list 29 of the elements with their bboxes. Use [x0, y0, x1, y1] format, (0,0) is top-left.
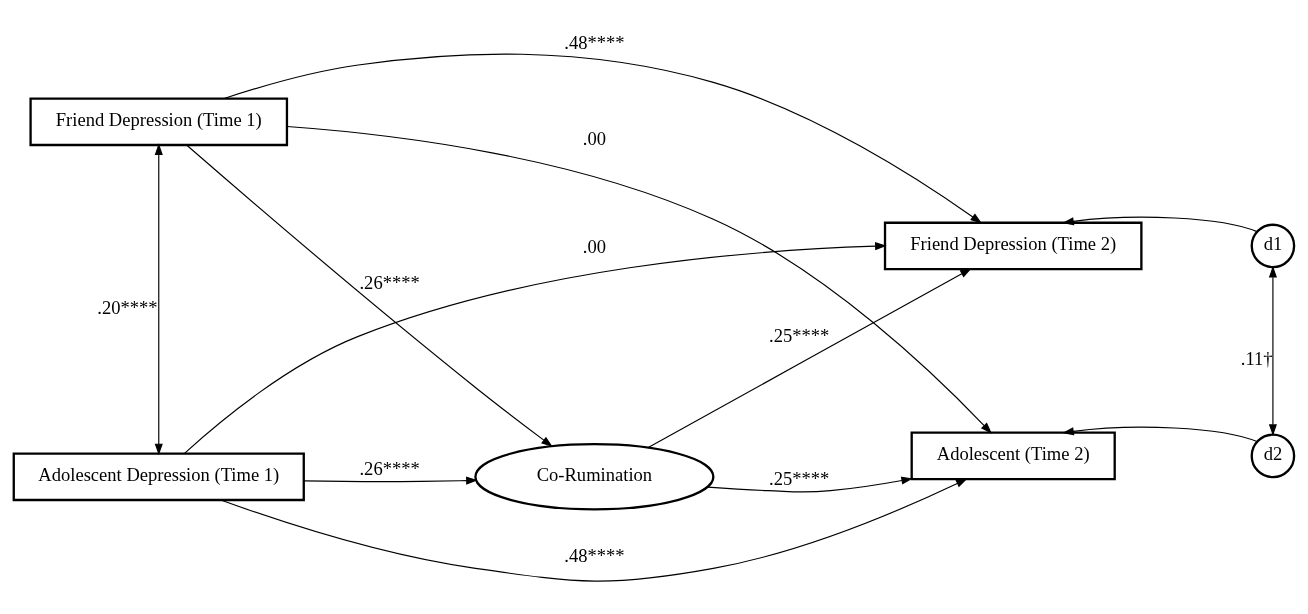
node-box: Friend Depression (Time 1) [29, 96, 289, 146]
arrow [707, 476, 913, 493]
edge-label: .48**** [564, 30, 625, 52]
edge-label: .26**** [359, 457, 420, 479]
arrow [154, 142, 163, 455]
edge-label: .20**** [97, 296, 158, 318]
node-circle: d1 [1250, 223, 1296, 268]
node-box: Friend Depression (Time 2) [883, 221, 1143, 270]
arrow [303, 476, 478, 485]
arrow [220, 478, 968, 582]
edge-label: .25**** [769, 324, 830, 346]
edge-label: .00 [582, 235, 606, 257]
node-circle: d2 [1250, 433, 1296, 478]
arrow [185, 143, 553, 447]
edge-label: .48**** [564, 544, 625, 566]
arrow [286, 125, 992, 434]
node-box: Adolescent (Time 2) [910, 431, 1116, 480]
arrow [223, 53, 982, 223]
arrow [183, 241, 887, 454]
edge-label: .26**** [359, 271, 420, 293]
edge-label: .00 [582, 127, 606, 149]
arrow [648, 267, 972, 448]
node-ellipse: Co-Rumination [474, 442, 715, 510]
edge-label: .25**** [769, 467, 830, 489]
node-box: Adolescent Depression (Time 1) [12, 451, 305, 501]
arrow [1062, 216, 1258, 232]
arrow [1062, 426, 1258, 442]
arrow [1268, 265, 1277, 436]
edge-label: .11† [1240, 347, 1273, 369]
